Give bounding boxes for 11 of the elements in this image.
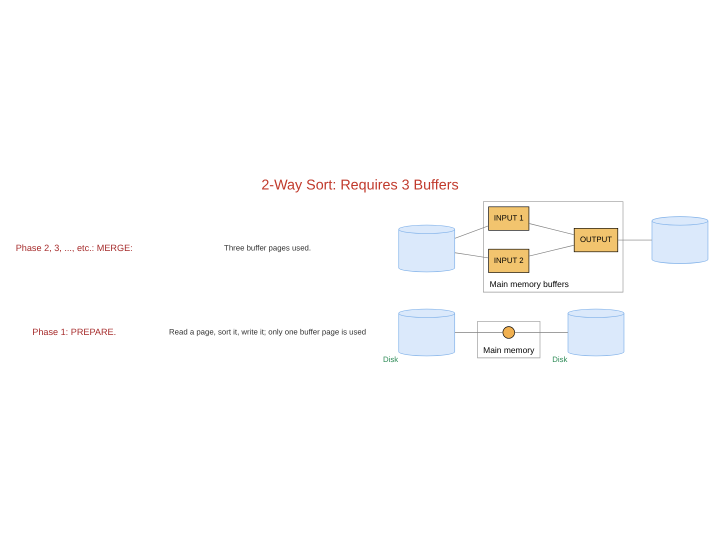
connector [528,244,574,256]
connector [454,226,489,239]
connector [454,332,504,333]
node-circle [502,326,515,339]
connector [528,223,574,236]
connector [454,252,489,258]
label: Phase 2, 3, ..., etc.: MERGE: [16,242,133,253]
diagram-title: 2-Way Sort: Requires 3 Buffers [261,178,459,194]
connector [514,332,568,333]
label: Phase 1: PREPARE. [32,326,116,337]
cluster: Main memory [477,321,540,358]
